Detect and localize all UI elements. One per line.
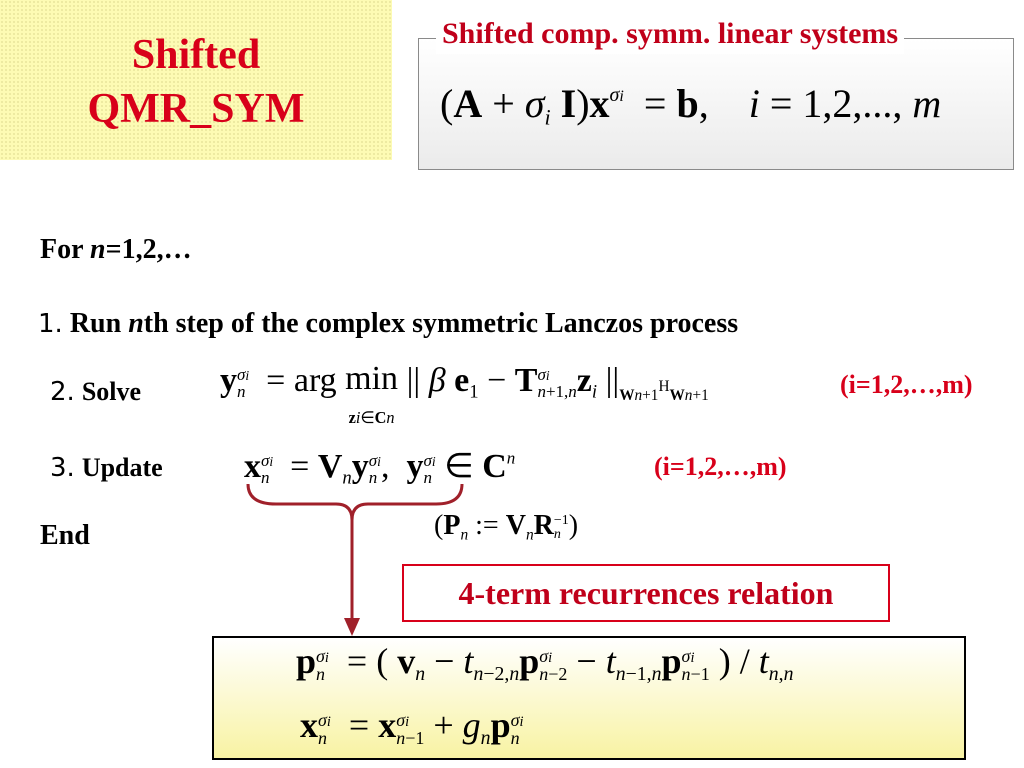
step-1-text-a: Run xyxy=(69,308,122,339)
step-3-range: (i=1,2,…,m) xyxy=(654,452,787,481)
for-keyword: For xyxy=(40,234,84,265)
for-line: For n=1,2,… xyxy=(40,234,192,266)
step-1-number: 1. xyxy=(38,309,63,339)
step-1: 1. Run nth step of the complex symmetric… xyxy=(38,308,738,340)
step-1-variable: n xyxy=(128,308,144,339)
system-equation: (A + σi I)xσi = b, i = 1,2,..., m xyxy=(440,81,942,130)
step-3-label: Update xyxy=(81,453,163,482)
step-2: 2. Solve xyxy=(50,376,141,408)
step-1-text-b: th step of the complex symmetric Lanczos… xyxy=(143,308,739,339)
slide-title: Shifted QMR_SYM xyxy=(0,28,392,136)
step-2-number: 2. xyxy=(50,377,75,407)
for-range: =1,2,… xyxy=(105,234,192,265)
step-2-label: Solve xyxy=(81,377,142,406)
step-3-number: 3. xyxy=(50,453,75,483)
for-variable: n xyxy=(90,234,106,265)
step-3: 3. Update xyxy=(50,452,163,484)
title-line-1: Shifted xyxy=(131,32,261,78)
end-keyword: End xyxy=(40,520,90,551)
title-panel xyxy=(0,0,392,160)
title-line-2: QMR_SYM xyxy=(87,86,305,132)
step-2-range: (i=1,2,…,m) xyxy=(840,370,973,399)
recurrence-label: 4-term recurrences relation xyxy=(402,564,890,622)
brace-arrow-icon xyxy=(246,483,464,636)
system-box xyxy=(418,38,1014,170)
recurrence-box xyxy=(212,636,966,760)
system-label: Shifted comp. symm. linear systems xyxy=(436,14,905,54)
